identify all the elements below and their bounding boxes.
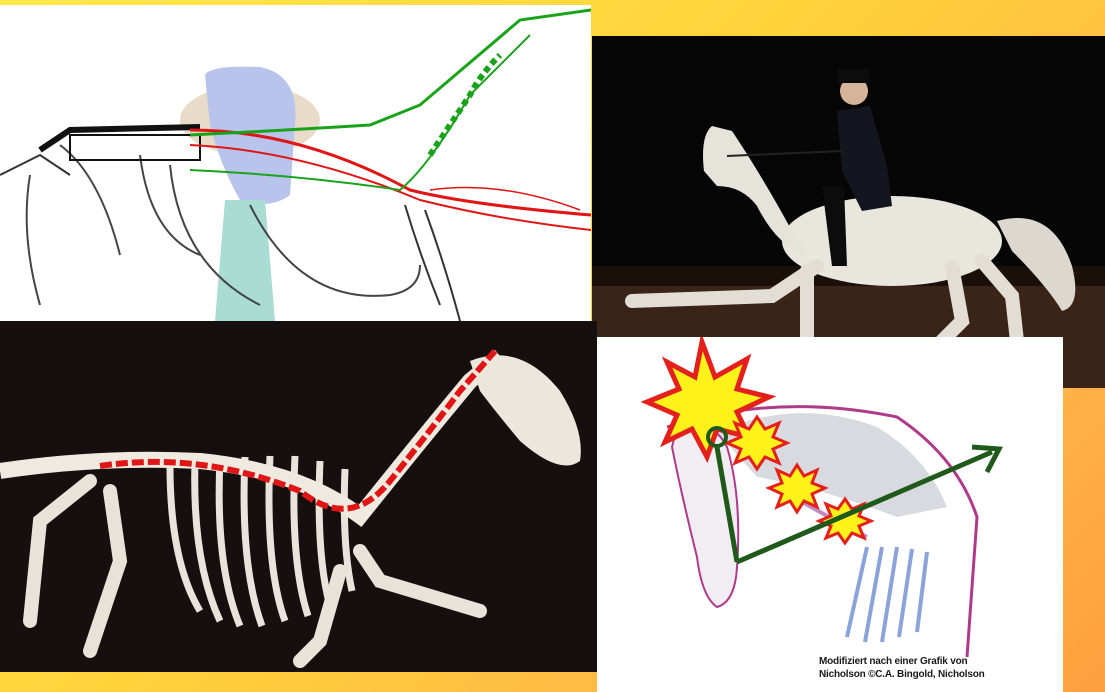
figure-caption: Modifiziert nach einer Grafik von Nichol… <box>819 655 1039 681</box>
caption-line-1: Modifiziert nach einer Grafik von <box>819 655 1039 668</box>
white-horse-rider-photo <box>592 36 1105 388</box>
rider-hat <box>837 69 869 83</box>
neck-pain-diagram: Modifiziert nach einer Grafik von Nichol… <box>597 337 1063 692</box>
horse-skeleton-red-spine <box>0 321 597 672</box>
rider-body <box>837 106 892 211</box>
rider-boot <box>215 200 275 321</box>
dressage-rider-photo <box>592 36 1105 388</box>
skeleton-saddle-diagram <box>0 5 591 321</box>
pain-burst-icon <box>727 417 787 469</box>
horse-neck-head <box>703 126 807 256</box>
black-vertebrae <box>40 127 200 160</box>
caption-line-2: Nicholson ©C.A. Bingold, Nicholson <box>819 668 1039 681</box>
pain-burst-icon <box>769 465 825 512</box>
horse-head-pain-bursts <box>597 337 1063 692</box>
rib-lines <box>847 547 927 642</box>
horse-spine-saddle-drawing <box>0 5 591 321</box>
horse-skeleton-photo <box>0 321 597 672</box>
green-neck-vertebrae <box>430 55 500 155</box>
